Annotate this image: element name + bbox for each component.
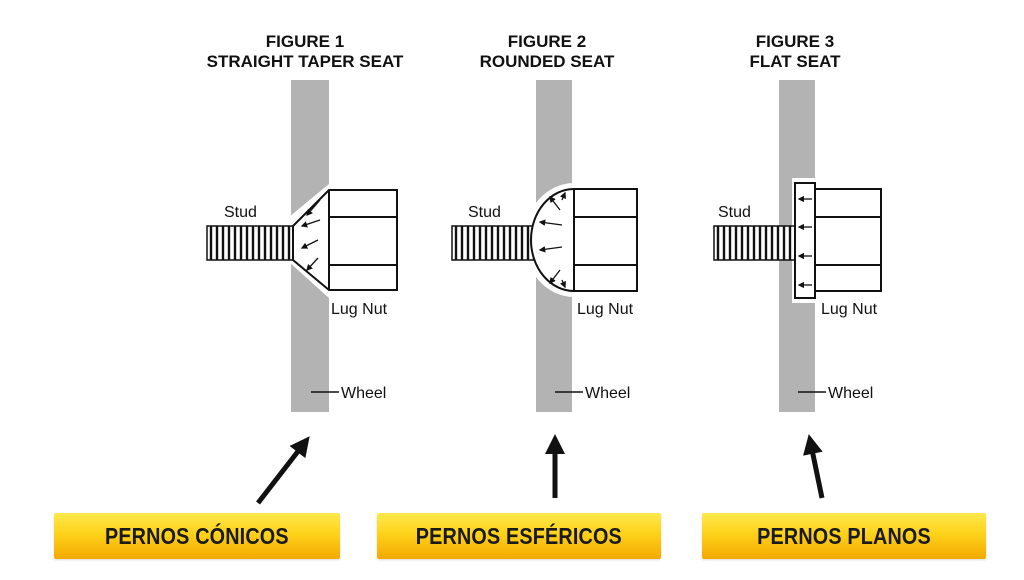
figure-1-lug-nut <box>292 189 398 291</box>
figure-2-lug-nut-label: Lug Nut <box>577 301 634 318</box>
figure-2-stud-label: Stud <box>468 204 501 221</box>
figure-1-number: FIGURE 1 <box>266 32 344 51</box>
figure-1: FIGURE 1 STRAIGHT TAPER SEAT Stud Lug Nu… <box>206 32 404 412</box>
banner-pernos-conicos: PERNOS CÓNICOS <box>54 513 340 559</box>
figure-3-wheel-label: Wheel <box>828 385 873 402</box>
figure-3: FIGURE 3 FLAT SEAT Stud Lug Nut Wheel <box>713 32 882 412</box>
figure-3-stud <box>713 225 797 261</box>
figure-1-wheel-label: Wheel <box>341 385 386 402</box>
figure-2-stud <box>451 225 539 261</box>
banner-pernos-esfericos-label: PERNOS ESFÉRICOS <box>415 522 623 549</box>
figure-3-lug-nut <box>794 182 882 299</box>
figure-2-wheel-label: Wheel <box>585 385 630 402</box>
figure-3-stud-label: Stud <box>718 204 751 221</box>
figure-3-force-arrows <box>797 195 812 289</box>
figure-3-number: FIGURE 3 <box>756 32 834 51</box>
figure-1-force-arrows <box>300 199 321 271</box>
figure-1-lug-nut-label: Lug Nut <box>331 301 388 318</box>
figure-1-stud <box>206 225 294 261</box>
figure-1-stud-label: Stud <box>224 204 257 221</box>
banner-pernos-esfericos: PERNOS ESFÉRICOS <box>377 513 661 559</box>
figure-3-lug-nut-label: Lug Nut <box>821 301 878 318</box>
figure-2-lug-nut <box>530 188 638 292</box>
banner-pernos-conicos-label: PERNOS CÓNICOS <box>105 522 289 549</box>
banner-pernos-planos: PERNOS PLANOS <box>702 513 986 559</box>
pointer-arrow-1 <box>256 436 310 505</box>
figure-2-number: FIGURE 2 <box>508 32 586 51</box>
figure-1-name: STRAIGHT TAPER SEAT <box>207 52 404 71</box>
figure-2-name: ROUNDED SEAT <box>480 52 615 71</box>
pointer-arrow-3 <box>803 434 825 499</box>
figure-2: FIGURE 2 ROUNDED SEAT Stud Lug Nut Wheel <box>451 32 638 412</box>
figure-2-force-arrows <box>538 191 566 289</box>
banner-pernos-planos-label: PERNOS PLANOS <box>757 522 931 549</box>
figure-3-name: FLAT SEAT <box>750 52 842 71</box>
